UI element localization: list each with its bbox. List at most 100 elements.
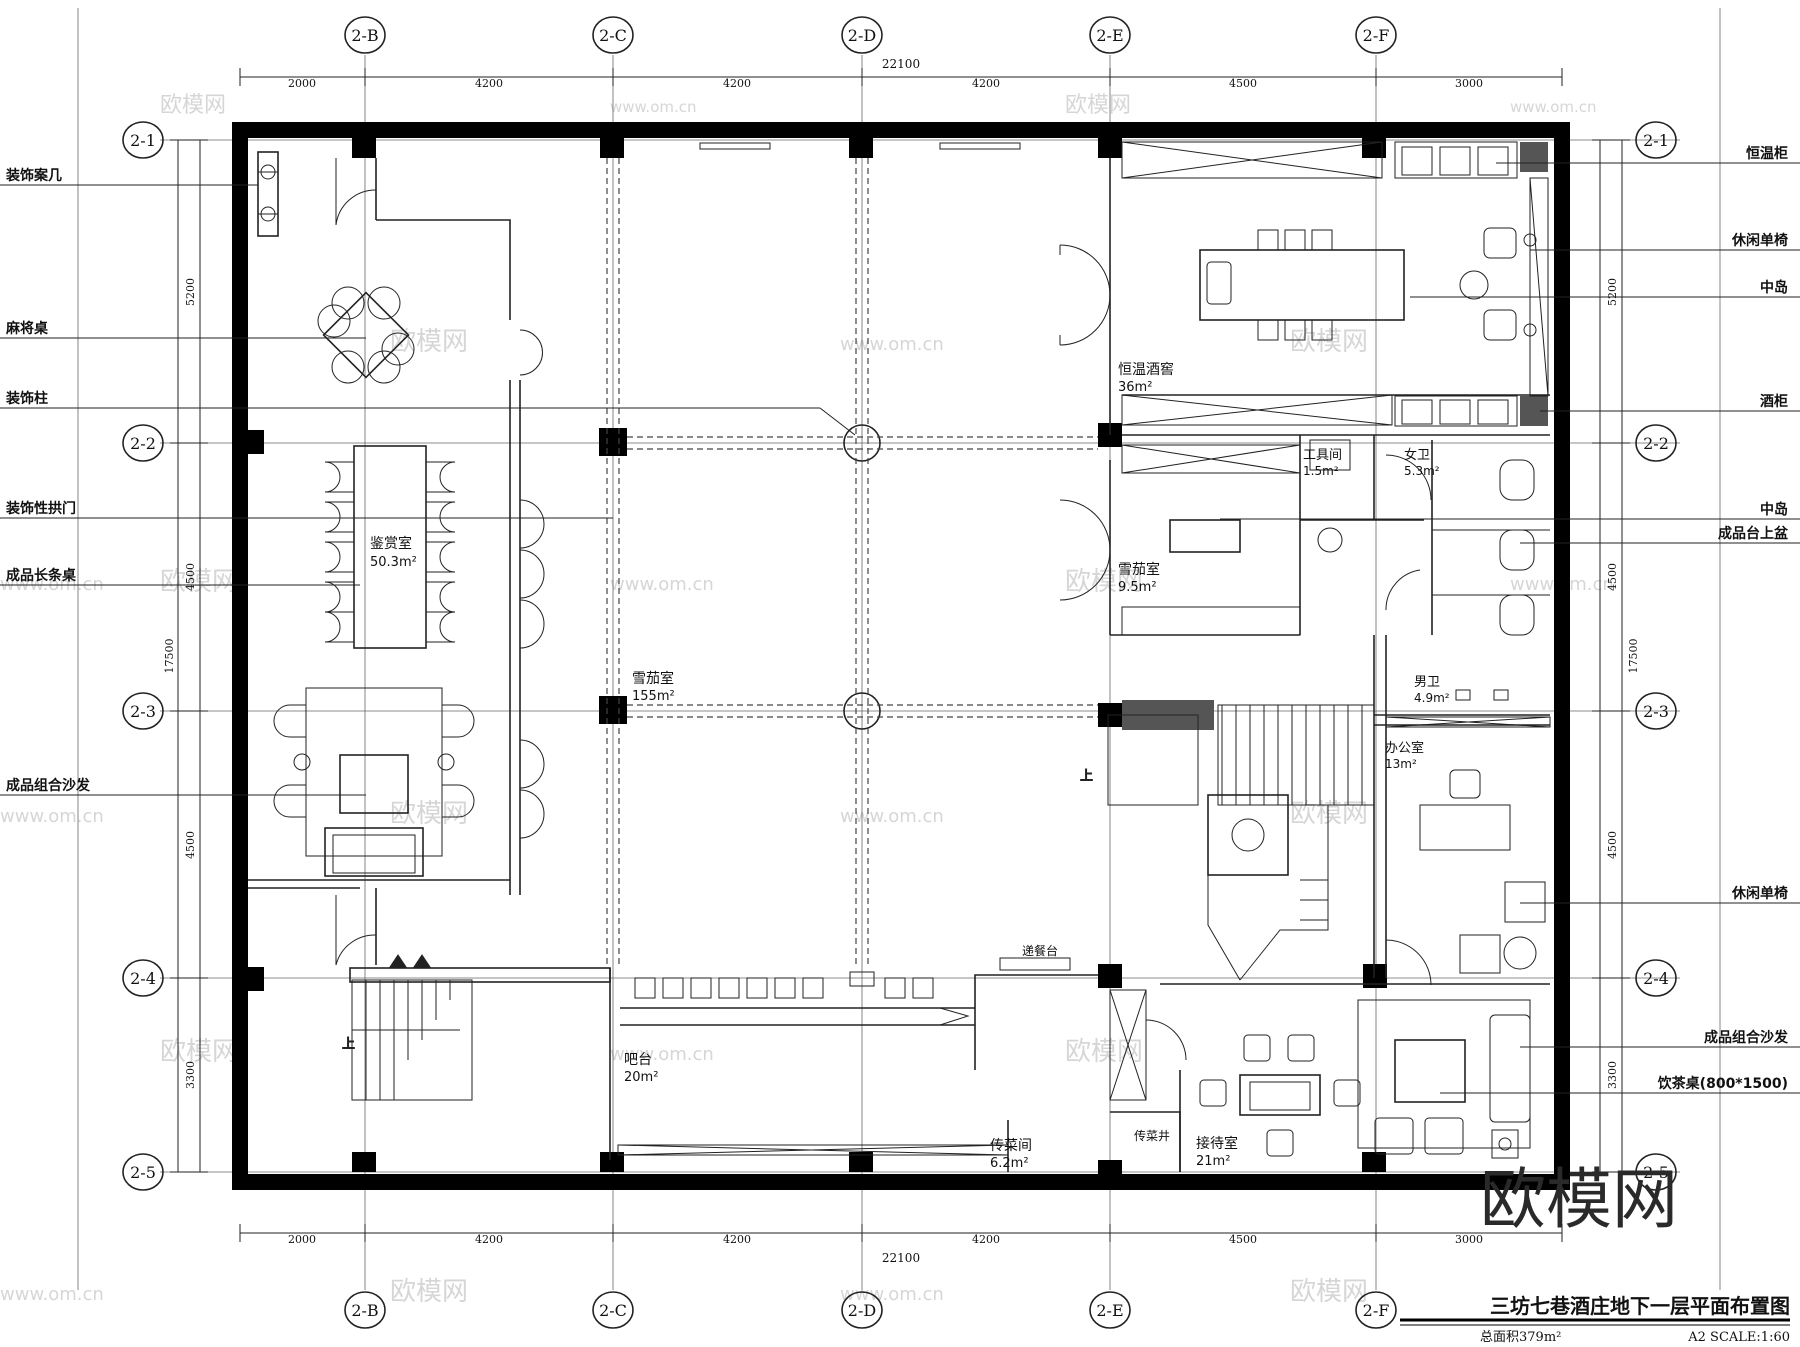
dim-top-4: 4500	[1229, 77, 1257, 90]
watermark-brand: 欧模网	[1065, 567, 1143, 597]
total-area: 总面积379m²	[1480, 1330, 1561, 1345]
dim-top-3: 4200	[972, 77, 1000, 90]
svg-text:2-5: 2-5	[1643, 1163, 1669, 1182]
dim-left-3: 3300	[184, 1061, 197, 1089]
dumbwaiter-label: 传菜井	[1134, 1128, 1170, 1143]
watermark-url: www.om.cn	[610, 1044, 714, 1065]
decorative-console	[257, 151, 279, 237]
svg-text:2-E: 2-E	[1096, 1301, 1123, 1320]
svg-text:2-D: 2-D	[848, 26, 876, 45]
mahjong-table	[317, 286, 415, 384]
decorative-columns	[606, 142, 1098, 987]
room-bar-name: 吧台	[624, 1052, 652, 1068]
dimension-lines	[170, 68, 1630, 1242]
central-staircase: 上	[1080, 704, 1375, 981]
dim-top-0: 2000	[288, 77, 316, 90]
brand-watermark: 欧模网	[1480, 1161, 1678, 1238]
long-table	[324, 445, 456, 649]
scale-note: A2 SCALE:1:60	[1687, 1330, 1790, 1345]
callout-mahjong-table: 麻将桌	[5, 320, 49, 337]
callout-countertop-basin: 成品台上盆	[1718, 525, 1789, 542]
callout-wine-cabinet: 酒柜	[1760, 393, 1788, 410]
svg-text:2-C: 2-C	[599, 26, 627, 45]
grid-bubble-left-2-3: 2-3	[122, 692, 164, 730]
grid-bubble-left-2-5: 2-5	[122, 1153, 164, 1191]
left-interior-walls	[248, 158, 611, 1160]
svg-text:2-5: 2-5	[130, 1163, 156, 1182]
watermark-brand: 欧模网	[1290, 1277, 1368, 1307]
grid-bubble-left-2-1: 2-1	[122, 121, 164, 159]
decor-column	[843, 424, 881, 462]
washrooms	[1309, 439, 1551, 728]
grid-bubble-right-2-1: 2-1	[1635, 121, 1677, 159]
dim-left-1: 4500	[184, 563, 197, 591]
grid-bubble-bottom-2-B: 2-B	[344, 1291, 386, 1329]
dim-left-2: 4500	[184, 831, 197, 859]
callout-island-1: 中岛	[1760, 279, 1788, 296]
watermark-url: www.om.cn	[840, 806, 944, 827]
left-callouts: 装饰案几 麻将桌 装饰柱 装饰性拱门 成品长条桌 成品组合沙发	[0, 167, 856, 796]
grid-bubble-top-2-E: 2-E	[1089, 16, 1131, 54]
grid-bubble-right-2-3: 2-3	[1635, 692, 1677, 730]
room-serving-area: 6.2m²	[990, 1156, 1029, 1171]
room-cigar-main-name: 雪茄室	[632, 670, 674, 687]
grid-bubble-right-2-5: 2-5	[1635, 1153, 1677, 1191]
dim-bottom-1: 4200	[475, 1233, 503, 1246]
dim-top-5: 3000	[1455, 77, 1483, 90]
room-male-wc-area: 4.9m²	[1414, 691, 1450, 705]
reception-furniture	[1199, 999, 1531, 1159]
dim-bottom-total: 22100	[882, 1251, 920, 1265]
callout-sofa-right: 成品组合沙发	[1704, 1029, 1789, 1046]
room-cigar-main-area: 155m²	[632, 689, 675, 704]
dim-left-0: 5200	[184, 278, 197, 306]
svg-text:2-C: 2-C	[599, 1301, 627, 1320]
svg-text:2-D: 2-D	[848, 1301, 876, 1320]
svg-text:2-3: 2-3	[130, 702, 156, 721]
svg-text:2-1: 2-1	[1643, 131, 1669, 150]
structural-columns	[248, 138, 1548, 1184]
grid-bubble-top-2-D: 2-D	[841, 16, 883, 54]
room-cigar-small-area: 9.5m²	[1118, 580, 1157, 595]
svg-text:2-1: 2-1	[130, 131, 156, 150]
watermark-brand: 欧模网	[160, 1037, 238, 1067]
watermark-brand: 欧模网	[390, 327, 468, 357]
drawing-title: 三坊七巷酒庄地下一层平面布置图	[1490, 1294, 1790, 1318]
grid-bubbles: 2-B 2-C 2-D 2-E 2-F 2-B 2-C 2-D 2-E 2-F …	[122, 16, 1677, 1329]
callout-island-2: 中岛	[1760, 501, 1788, 518]
watermark-brand: 欧模网	[390, 799, 468, 829]
svg-text:2-F: 2-F	[1363, 26, 1390, 45]
dim-top-2: 4200	[723, 77, 751, 90]
room-bar-area: 20m²	[624, 1070, 658, 1085]
dim-left-total: 17500	[163, 639, 176, 674]
dim-bottom-3: 4200	[972, 1233, 1000, 1246]
callout-decorative-column: 装饰柱	[5, 390, 48, 407]
callout-thermo-cabinet: 恒温柜	[1746, 145, 1788, 162]
wine-cellar-doors	[1059, 244, 1111, 346]
wine-cabinets	[1121, 141, 1549, 427]
watermark-url: www.om.cn	[0, 806, 104, 827]
svg-text:2-2: 2-2	[1643, 434, 1669, 453]
right-interior-walls	[1109, 158, 1550, 1172]
svg-text:2-F: 2-F	[1363, 1301, 1390, 1320]
dim-bottom-2: 4200	[723, 1233, 751, 1246]
grid-bubble-top-2-C: 2-C	[592, 16, 634, 54]
svg-text:2-3: 2-3	[1643, 702, 1669, 721]
dim-right-1: 4500	[1606, 563, 1619, 591]
room-tool-name: 工具间	[1303, 448, 1342, 463]
grid-lines	[77, 8, 1721, 1290]
room-cigar-small-name: 雪茄室	[1118, 561, 1160, 578]
room-reception-area: 21m²	[1196, 1154, 1230, 1169]
room-serving-name: 传菜间	[990, 1138, 1032, 1154]
up-marker: 上	[342, 1037, 355, 1052]
grid-bubble-bottom-2-E: 2-E	[1089, 1291, 1131, 1329]
up-marker-center: 上	[1080, 769, 1093, 784]
grid-bubble-left-2-2: 2-2	[122, 424, 164, 462]
room-office-area: 13m²	[1385, 757, 1417, 771]
watermark-brand: 欧模网	[1290, 799, 1368, 829]
dim-bottom-5: 3000	[1455, 1233, 1483, 1246]
grid-bubble-bottom-2-C: 2-C	[592, 1291, 634, 1329]
room-wine-cellar-name: 恒温酒窖	[1118, 361, 1174, 378]
watermark-url: www.om.cn	[1510, 98, 1597, 116]
svg-text:2-4: 2-4	[130, 969, 156, 988]
